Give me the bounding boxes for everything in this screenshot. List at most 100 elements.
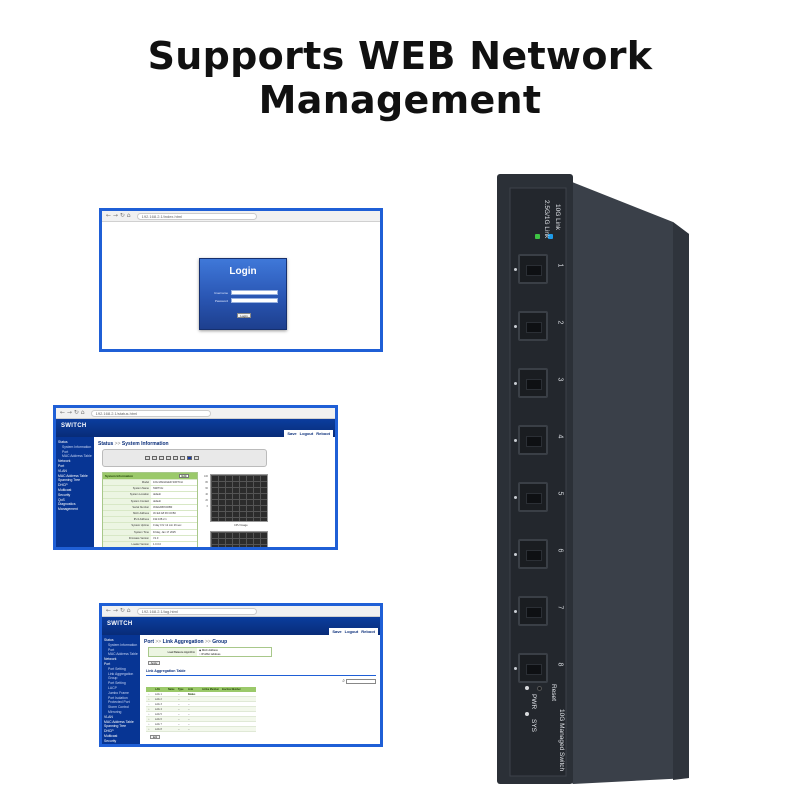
- table-cell: [166, 717, 176, 721]
- sidebar-item: VLAN: [104, 714, 113, 719]
- table-cell: [200, 692, 220, 696]
- lag-name: LAG 8: [155, 728, 162, 731]
- port-led-active: [187, 456, 192, 460]
- port-number: 2: [556, 320, 564, 325]
- sidebar-item: Port: [108, 647, 115, 652]
- sys-label: SYS: [530, 719, 537, 733]
- sidebar-item: System Information: [62, 444, 92, 449]
- breadcrumb-mid: Link Aggregation: [162, 639, 204, 645]
- port-number: 3: [556, 377, 564, 382]
- info-value: 0 day 0 hr 12 min 26 sec: [153, 524, 182, 528]
- table-row: ○LAG 1----: [146, 692, 256, 697]
- brand: SWITCH: [61, 423, 87, 429]
- lag-name: LAG 1: [155, 693, 162, 696]
- lag-name: LAG 4: [155, 708, 162, 711]
- table-cell: --: [178, 713, 180, 716]
- row-checkbox: ○: [148, 708, 150, 711]
- table-cell: [200, 697, 220, 701]
- apply-button: Apply: [148, 661, 160, 665]
- row-checkbox: ○: [148, 713, 150, 716]
- browser-bar: ← → ↻ ⌂ 192.168.2.1/lag.html: [102, 606, 380, 617]
- login-title: Login: [229, 266, 257, 277]
- port-led: [166, 456, 171, 460]
- admin-header: SWITCH Save Logout Reboot: [56, 419, 335, 437]
- table-row: ○LAG 2----: [146, 697, 256, 702]
- sidebar-item: Management: [58, 507, 78, 512]
- sidebar-item: Port Isolation: [108, 695, 128, 700]
- table-cell: [220, 727, 244, 731]
- search-input: [346, 679, 376, 684]
- column-header: Active Member: [202, 688, 220, 691]
- port-number: 4: [556, 434, 564, 439]
- brand: SWITCH: [107, 621, 133, 627]
- radio-mac-label: MAC Address: [201, 649, 218, 652]
- table-cell: [220, 717, 244, 721]
- info-key: MAC Address: [103, 510, 151, 517]
- cpu-graph: [210, 474, 268, 522]
- info-key: System Uptime: [103, 523, 151, 529]
- sidebar-item: Spanning Tree: [58, 478, 81, 483]
- sfp-port: [518, 425, 548, 455]
- info-value: 192.168.2.1: [153, 518, 167, 522]
- table-cell: [200, 717, 220, 721]
- breadcrumb-separator: >>: [114, 441, 122, 447]
- radio-option: ◉ MAC Address: [199, 649, 218, 652]
- info-row: Loader DateMar 15 2023 11:10:00: [103, 547, 197, 550]
- browser-bar: ← → ↻ ⌂ 192.168.2.1/status.html: [56, 408, 335, 419]
- radio-ipmac-label: IP-MAC Address: [201, 652, 221, 656]
- info-key: Loader Date: [103, 548, 151, 550]
- sidebar-item: MAC Address Table: [108, 652, 138, 657]
- port-led: [159, 456, 164, 460]
- login-button: Login: [237, 313, 251, 318]
- table-cell: --: [178, 728, 180, 731]
- sys-led: [525, 712, 529, 716]
- breadcrumb: Port >> Link Aggregation >> Group: [140, 635, 380, 645]
- info-value: 3C:E4:A8:F6:C0:B0: [153, 511, 176, 515]
- lag-name: LAG 5: [155, 713, 162, 716]
- username-row: Username: [210, 290, 278, 295]
- info-value: SWITCH: [153, 487, 164, 491]
- breadcrumb-separator: >>: [204, 639, 213, 645]
- pwr-label: PWR: [530, 694, 537, 710]
- sidebar-item: Spanning Tree: [104, 724, 127, 729]
- table-cell: [166, 707, 176, 711]
- lag-name: LAG 6: [155, 718, 162, 721]
- username-field: [231, 290, 278, 295]
- port-led: [514, 610, 517, 613]
- table-cell: [166, 692, 176, 696]
- sidebar-item: DHCP: [104, 729, 114, 734]
- browser-nav-icons: ← → ↻ ⌂: [60, 409, 85, 416]
- port-number: 1: [556, 263, 564, 268]
- table-cell: --: [178, 703, 180, 706]
- row-checkbox: ○: [148, 718, 150, 721]
- row-checkbox: ○: [148, 723, 150, 726]
- row-checkbox: ○: [148, 698, 150, 701]
- save-link: Save: [287, 431, 297, 436]
- sidebar-item: MAC Address Table: [58, 473, 88, 478]
- header-links: Save Logout Reboot: [329, 628, 378, 635]
- password-field: [231, 298, 278, 303]
- info-value: 1.0.0.0: [153, 542, 161, 546]
- led-blue-indicator: [548, 234, 553, 239]
- led-green-indicator: [535, 234, 540, 239]
- radio-option: ○ IP-MAC Address: [199, 652, 221, 656]
- header-links: Save Logout Reboot: [284, 430, 333, 437]
- info-key: Loader Version: [103, 541, 151, 547]
- table-cell: --: [178, 718, 180, 721]
- model-label: 10G Managed Switch: [558, 709, 565, 772]
- sidebar-item: Link Aggregation: [108, 671, 134, 676]
- column-header: Name: [168, 688, 175, 691]
- table-cell: [220, 692, 244, 696]
- sidebar-item: MAC Address Table: [104, 719, 134, 724]
- info-value: V1.0: [153, 536, 159, 540]
- info-value: 3CE4A8F6C0B0: [153, 505, 173, 509]
- sfp-port: [518, 368, 548, 398]
- table-cell: [200, 722, 220, 726]
- table-cell: --: [188, 693, 190, 696]
